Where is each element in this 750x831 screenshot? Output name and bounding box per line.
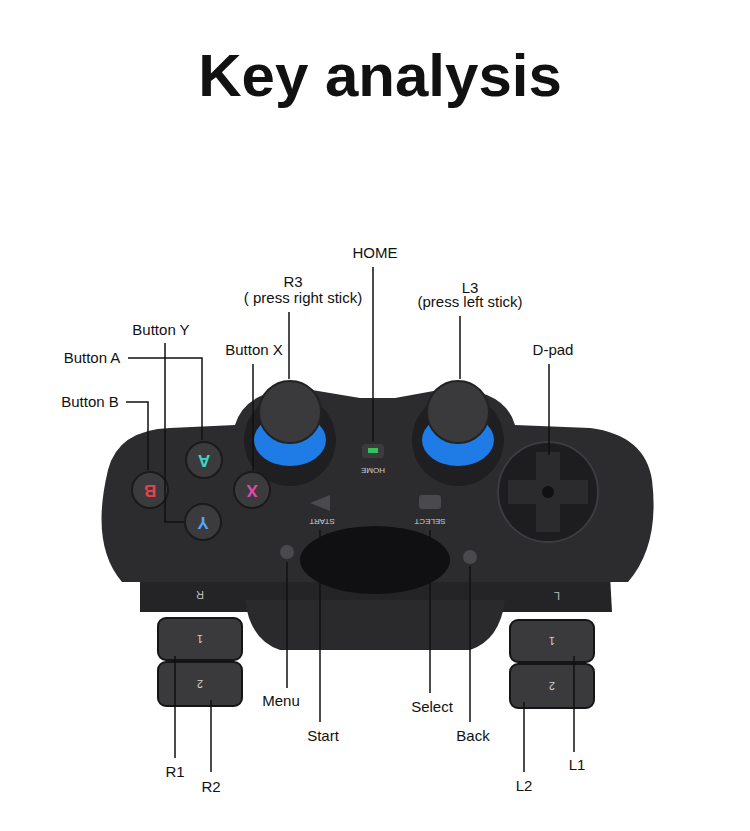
callout-label: Button X [225,342,283,359]
bumper-marking: 1 [197,633,203,645]
leader-line [573,656,575,752]
button-letter: A [198,451,210,470]
face-button [132,472,168,508]
start-button [310,495,330,511]
button-letter: Y [197,513,208,532]
printed-marking: R [196,589,204,601]
stick-cap [259,381,321,443]
leader-line [174,656,176,758]
callout-label: Button Y [132,322,189,339]
leader-line [286,562,288,688]
select-button [419,495,441,509]
face-button [186,442,222,478]
l2-trigger [510,664,594,708]
dpad-center [542,486,554,498]
home-button [362,444,384,458]
leader-line [210,700,212,772]
callout-label: R1 [165,764,184,781]
printed-marking: HOME [361,466,385,475]
r1-bumper [158,618,242,660]
button-letter: B [144,481,156,500]
callout-label: ( press right stick) [244,290,362,307]
printed-marking: SELECT [414,517,445,526]
face-button [185,504,221,540]
callout-label: L1 [569,757,586,774]
callout-label: D-pad [533,342,574,359]
leader-line [165,343,184,522]
leader-line [372,267,374,442]
callout-label: R3 [283,274,302,291]
touchpad [300,526,450,594]
bumper-marking: 1 [549,635,555,647]
r2-trigger [158,662,242,706]
leader-line [319,530,321,722]
leader-line [288,312,290,379]
page-title: Key analysis [198,41,562,110]
dpad-disc [498,442,598,542]
leader-line [429,530,431,693]
callout-label: Button A [64,350,121,367]
callout-label: R2 [201,779,220,796]
callout-label: HOME [353,245,398,262]
leader-line [523,702,525,772]
callout-label: Menu [262,693,300,710]
callout-label: Select [411,699,453,716]
lower-body [245,600,505,650]
leader-line [469,566,471,722]
bumper-marking: 2 [197,678,203,690]
button-letter: X [246,481,257,500]
leader-line [548,364,550,455]
printed-marking: START [309,517,334,526]
menu-button [280,545,294,559]
leader-line [252,364,254,471]
led [368,448,378,453]
back-button [463,550,477,564]
leader-line [459,316,461,379]
stick-cap [427,381,489,443]
leader-line [126,402,148,470]
dpad-cross [508,452,588,532]
callout-label: L2 [516,778,533,795]
bumper-marking: 2 [549,680,555,692]
callout-label: Back [456,728,489,745]
callout-label: Button B [61,394,119,411]
l1-bumper [510,620,594,662]
face-button [234,472,270,508]
callout-label: (press left stick) [417,294,522,311]
printed-marking: L [554,590,560,602]
callout-label: Start [307,728,339,745]
